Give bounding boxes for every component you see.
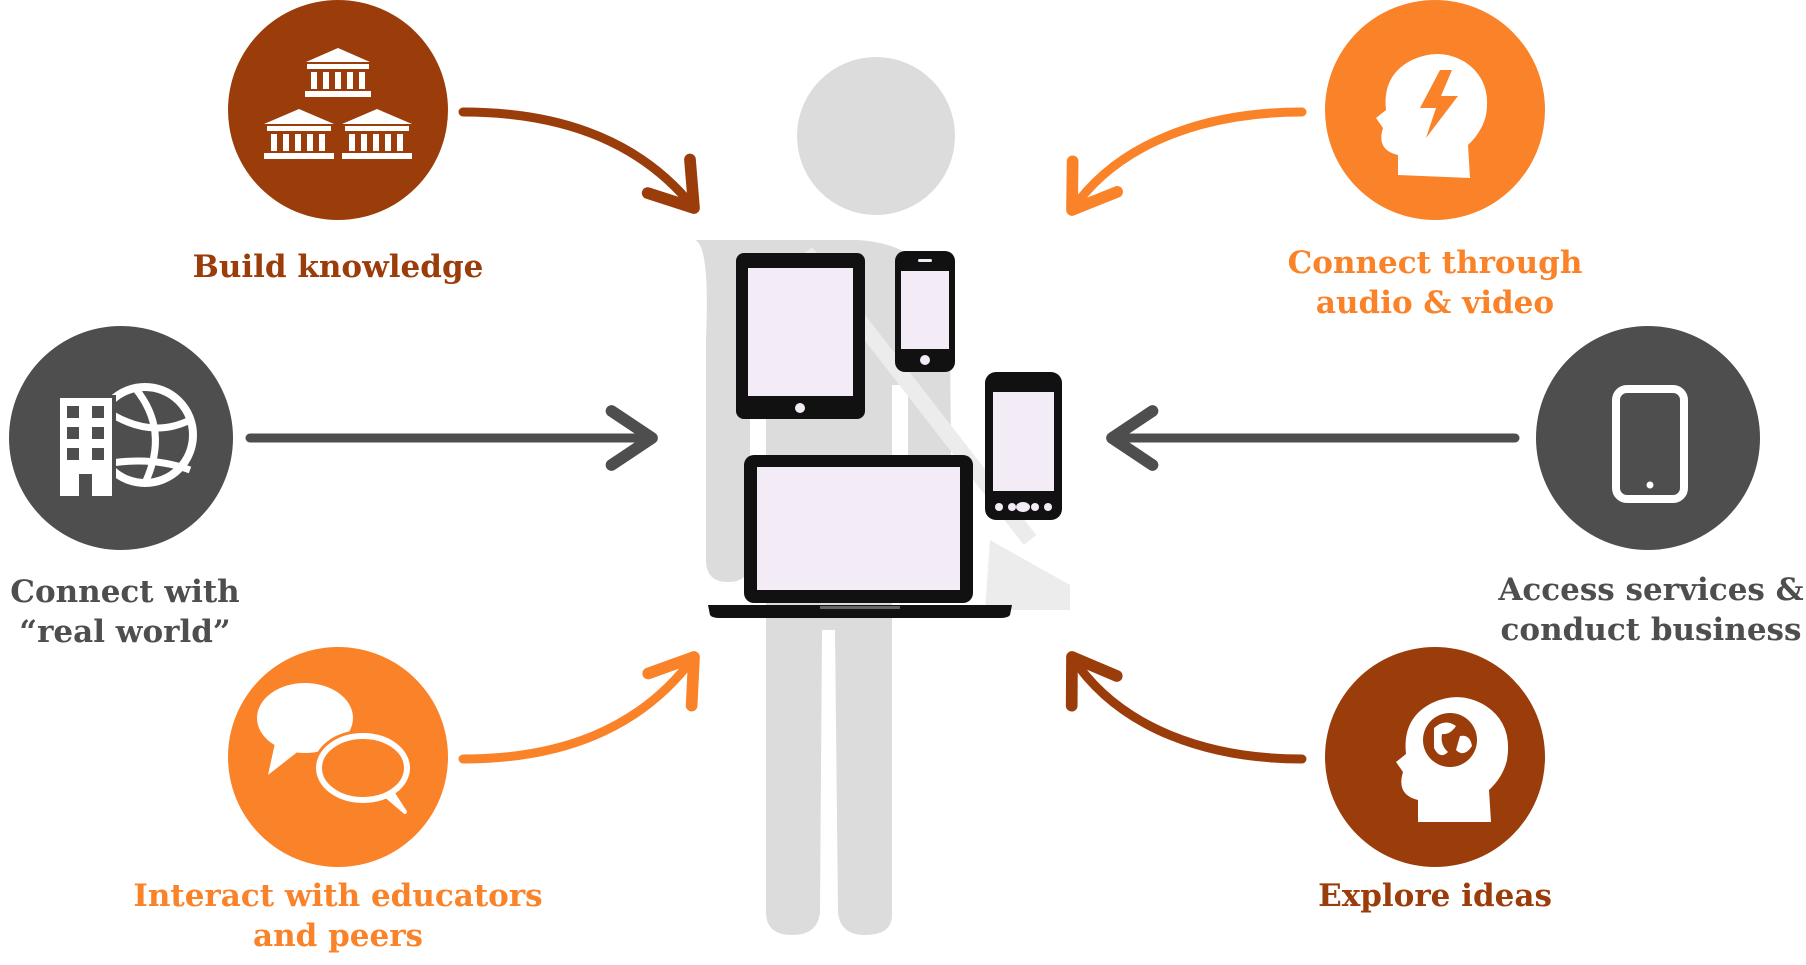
building-globe-icon bbox=[56, 383, 197, 499]
node-build-knowledge bbox=[228, 0, 448, 220]
label-line: Explore ideas bbox=[1318, 878, 1552, 914]
label-explore: Explore ideas bbox=[1295, 876, 1575, 916]
label-line: Access services & bbox=[1498, 572, 1804, 608]
smartphone-device-icon bbox=[895, 251, 955, 372]
head-globe-icon bbox=[1396, 697, 1509, 822]
laptop-device-icon bbox=[708, 455, 1012, 618]
label-interact: Interact with educators and peers bbox=[118, 876, 558, 956]
arrow-build-knowledge bbox=[458, 107, 700, 214]
label-line: Connect with bbox=[10, 574, 240, 610]
tablet-device-icon bbox=[736, 253, 865, 419]
label-access-services: Access services & conduct business bbox=[1496, 570, 1806, 650]
label-connect-audio-video: Connect through audio & video bbox=[1260, 243, 1610, 323]
node-interact bbox=[228, 647, 448, 867]
label-line: “real world” bbox=[19, 614, 231, 650]
institutions-icon bbox=[264, 48, 412, 159]
label-line: Build knowledge bbox=[192, 249, 484, 285]
label-line: conduct business bbox=[1500, 612, 1802, 648]
head-lightning-icon bbox=[1376, 53, 1488, 178]
android-phone-device-icon bbox=[985, 372, 1062, 520]
node-access-services bbox=[1536, 326, 1760, 550]
node-explore bbox=[1325, 647, 1545, 867]
label-line: Interact with educators bbox=[133, 878, 543, 914]
label-line: and peers bbox=[252, 918, 423, 954]
arrow-interact bbox=[458, 651, 700, 764]
arrow-explore bbox=[1065, 651, 1307, 764]
node-real-world bbox=[9, 326, 233, 550]
arrow-connect-audio-video bbox=[1066, 107, 1307, 216]
label-line: Connect through bbox=[1287, 245, 1583, 281]
tablet-icon bbox=[1612, 385, 1688, 503]
label-real-world: Connect with “real world” bbox=[0, 572, 250, 652]
node-connect-audio-video bbox=[1325, 0, 1545, 220]
label-line: audio & video bbox=[1315, 285, 1555, 321]
label-build-knowledge: Build knowledge bbox=[178, 247, 498, 287]
speech-bubbles-icon bbox=[257, 683, 413, 814]
